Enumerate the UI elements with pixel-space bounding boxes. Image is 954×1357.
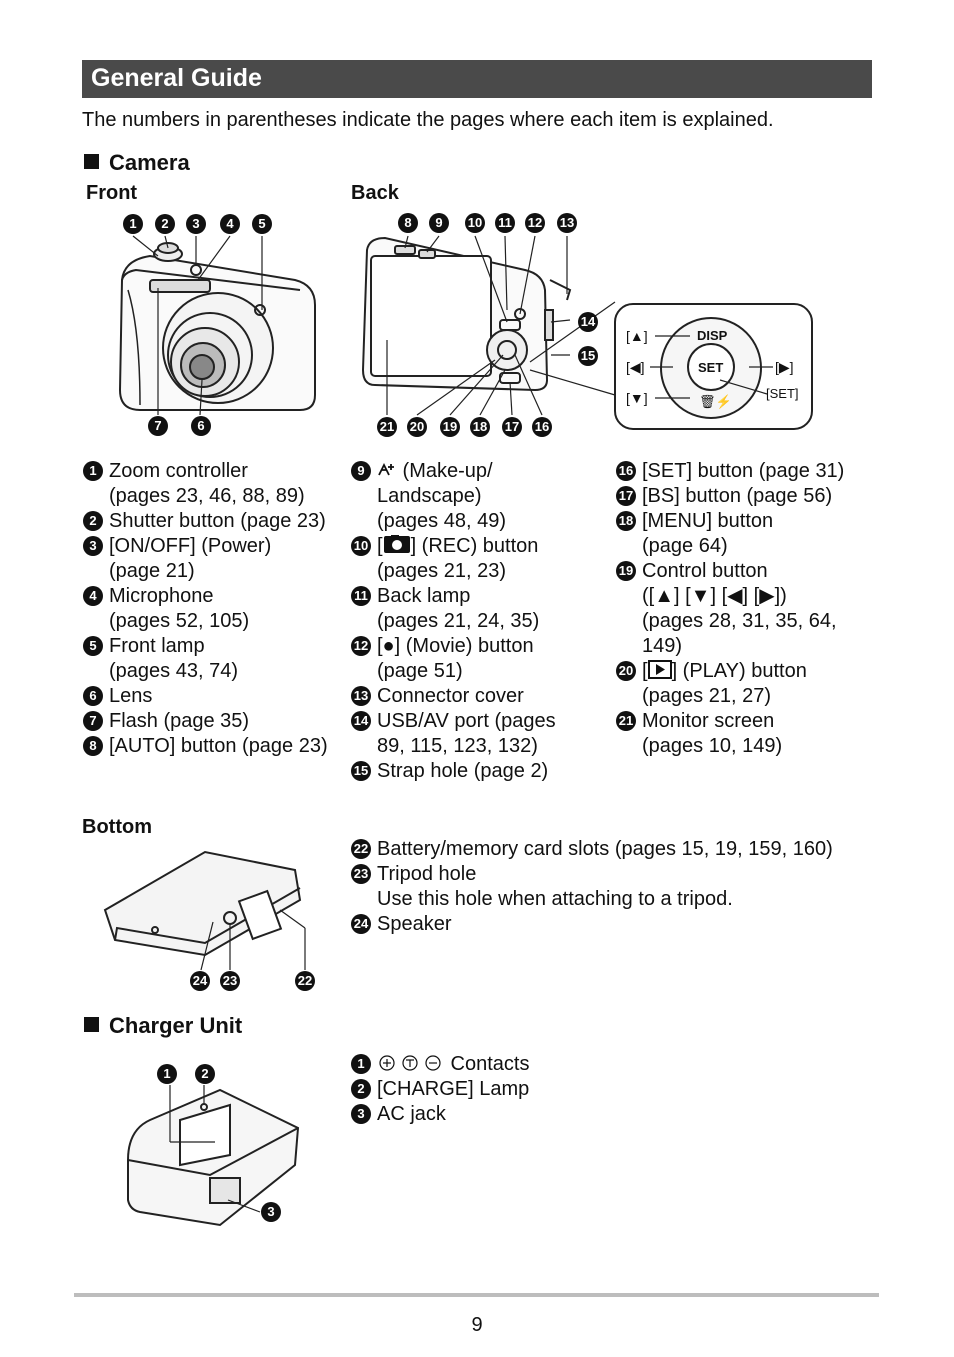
camera-rec-icon xyxy=(383,535,410,553)
callout-5: 5 xyxy=(252,214,272,234)
callout-1: 1 xyxy=(123,214,143,234)
right-key-label: [▶] xyxy=(775,359,794,375)
callout-24: 24 xyxy=(190,971,210,991)
footer-divider xyxy=(74,1293,879,1297)
camera-heading-text: Camera xyxy=(109,150,190,175)
contacts-symbols-icon xyxy=(379,1055,441,1071)
camera-back-illustration: DISP SET 🗑⚡ [▲] [◀] [▼] [▶] [SET] xyxy=(361,235,813,430)
callout-23: 23 xyxy=(220,971,240,991)
list-item: 12[●] (Movie) button(page 51) xyxy=(351,634,616,684)
front-label: Front xyxy=(86,182,138,204)
makeup-landscape-icon xyxy=(378,462,394,476)
callout-6: 6 xyxy=(191,416,211,436)
callout-12: 12 xyxy=(525,213,545,233)
callout-20: 20 xyxy=(407,417,427,437)
parts-list-col3: 16[SET] button (page 31) 17[BS] button (… xyxy=(616,459,876,759)
disp-label: DISP xyxy=(697,328,728,343)
callout-10: 10 xyxy=(465,213,485,233)
callout-11: 11 xyxy=(495,213,515,233)
intro-text: The numbers in parentheses indicate the … xyxy=(82,109,774,131)
callout-7: 7 xyxy=(148,416,168,436)
callout-8: 8 xyxy=(398,213,418,233)
camera-bottom-illustration xyxy=(103,850,306,971)
list-item: 16[SET] button (page 31) xyxy=(616,459,876,484)
list-item: 2[CHARGE] Lamp xyxy=(351,1077,751,1102)
callout-18: 18 xyxy=(470,417,490,437)
callout-16: 16 xyxy=(532,417,552,437)
charger-heading-text: Charger Unit xyxy=(109,1013,243,1038)
charger-callout-3: 3 xyxy=(261,1202,281,1222)
bottom-label: Bottom xyxy=(82,816,152,838)
up-key-label: [▲] xyxy=(626,328,648,344)
svg-text:🗑⚡: 🗑⚡ xyxy=(699,394,732,410)
callout-17: 17 xyxy=(502,417,522,437)
square-bullet-icon xyxy=(84,1017,99,1032)
list-item: 18[MENU] button(page 64) xyxy=(616,509,876,559)
callout-14: 14 xyxy=(578,312,598,332)
charger-heading: Charger Unit xyxy=(84,1013,242,1039)
callout-9: 9 xyxy=(429,213,449,233)
callout-22: 22 xyxy=(295,971,315,991)
charger-illustration xyxy=(127,1085,300,1227)
left-key-label: [◀] xyxy=(626,359,645,375)
list-item: 1 Contacts xyxy=(351,1052,751,1077)
set-bracket-label: [SET] xyxy=(766,386,799,401)
list-item: 10[] (REC) button(pages 21, 23) xyxy=(351,534,616,584)
play-icon xyxy=(647,660,672,679)
callout-19: 19 xyxy=(440,417,460,437)
list-item: 3[ON/OFF] (Power)(page 21) xyxy=(83,534,348,584)
camera-front-illustration xyxy=(118,235,316,416)
callout-21: 21 xyxy=(377,417,397,437)
list-item: 9 (Make-up/Landscape)(pages 48, 49) xyxy=(351,459,616,534)
charger-callout-2: 2 xyxy=(195,1064,215,1084)
set-label: SET xyxy=(698,360,723,375)
page-number: 9 xyxy=(471,1314,483,1336)
page-title: General Guide xyxy=(91,64,262,92)
callout-15: 15 xyxy=(578,346,598,366)
square-bullet-icon xyxy=(84,154,99,169)
callout-4: 4 xyxy=(220,214,240,234)
list-item: 20[] (PLAY) button(pages 21, 27) xyxy=(616,659,876,709)
callout-3: 3 xyxy=(186,214,206,234)
section-title-bar: General Guide xyxy=(82,60,872,98)
back-label: Back xyxy=(351,182,399,204)
down-key-label: [▼] xyxy=(626,390,648,406)
callout-13: 13 xyxy=(557,213,577,233)
list-item: 17[BS] button (page 56) xyxy=(616,484,876,509)
charger-callout-1: 1 xyxy=(157,1064,177,1084)
callout-2: 2 xyxy=(155,214,175,234)
camera-heading: Camera xyxy=(84,150,190,176)
list-item: 8[AUTO] button (page 23) xyxy=(83,734,348,759)
parts-list-col2: 9 (Make-up/Landscape)(pages 48, 49) 10[]… xyxy=(351,459,616,784)
